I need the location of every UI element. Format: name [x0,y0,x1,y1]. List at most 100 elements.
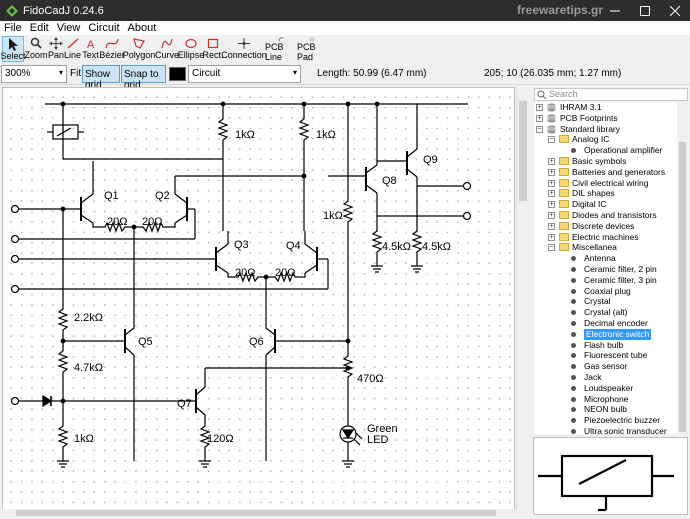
collapse-icon[interactable]: − [548,136,555,144]
tree-item[interactable]: Decimal encoder [534,318,677,329]
zoom-select[interactable]: 300% ▾ [1,65,67,83]
expand-icon[interactable]: + [548,222,555,230]
scroll-thumb[interactable] [16,510,496,516]
tree-item[interactable]: +Discrete devices [534,221,677,232]
canvas-vertical-scrollbar[interactable] [516,87,528,511]
tree-item[interactable]: Flash bulb [534,340,677,351]
tool-line[interactable]: Line [64,36,81,62]
transistor-q5 [124,301,135,461]
expand-icon[interactable]: + [548,158,555,165]
tool-pcb-pad[interactable]: PCB Pad [297,36,327,62]
expand-icon[interactable]: + [548,190,555,198]
tree-item[interactable]: +Digital IC [534,199,677,210]
transistor-q9 [406,104,418,226]
label-q3: Q3 [234,239,249,251]
tree-scrollbar[interactable] [677,102,688,434]
tree-item[interactable]: + Diodes and transistors [534,210,677,221]
label-r120: 120Ω [207,433,234,445]
expand-icon[interactable]: + [548,168,555,176]
show-grid-toggle[interactable]: Show grid [82,65,120,91]
menu-edit[interactable]: Edit [29,22,49,34]
drawing-canvas[interactable]: Q1 Q2 20Ω 20Ω 1kΩ 1kΩ Q3 Q4 20Ω 20Ω 1kΩ … [2,87,515,511]
tree-item[interactable]: Crystal [534,296,677,307]
tool-pan[interactable]: Pan [47,36,65,62]
close-button[interactable] [660,0,690,21]
tool-ellipse[interactable]: Ellipse [178,36,204,62]
tree-item[interactable]: NEON bulb [534,404,677,415]
transistor-q6 [265,301,276,461]
tool-curve[interactable]: Curve [155,36,179,62]
tree-item[interactable]: −Analog IC [534,134,677,145]
tree-item[interactable]: +PCB Footprints [534,113,677,124]
tree-item-label: Crystal [584,296,611,307]
tool-rectangle[interactable]: Rect. [203,36,224,62]
tree-item[interactable]: Ultra sonic transducer [534,426,677,434]
tree-item[interactable]: Loudspeaker [534,383,677,394]
tree-item-label: Jack [584,372,602,382]
transistor-q4 [304,231,318,274]
transistor-q7 [195,367,348,416]
menu-circuit[interactable]: Circuit [88,22,120,34]
tree-item-label: Electronic switch [584,328,652,340]
scroll-thumb[interactable] [519,101,527,201]
snap-to-grid-toggle[interactable]: Snap to grid [121,65,166,91]
tree-item[interactable]: Ceramic filter, 3 pin [534,275,677,286]
expand-icon[interactable]: + [548,201,555,209]
label-q5: Q5 [138,336,153,348]
tool-select[interactable]: Select [1,36,26,62]
watermark: freewaretips.gr [517,3,604,17]
tree-item[interactable]: Piezoelectric buzzer [534,415,677,426]
tree-item[interactable]: Gas sensor [534,361,677,372]
tree-item[interactable]: +Electric machines [534,232,677,243]
minimize-button[interactable] [600,0,630,21]
tree-item-label: Diodes and transistors [572,210,657,220]
tool-pcb-line[interactable]: PCB Line [265,36,297,62]
layer-color-swatch[interactable] [169,67,186,81]
tool-polygon[interactable]: Polygon [123,36,155,62]
scroll-thumb[interactable] [679,142,686,432]
tool-connection[interactable]: Connection [221,36,267,62]
svg-text:A: A [87,39,95,50]
expand-icon[interactable]: + [548,212,555,219]
tool-bezier[interactable]: Bézier [99,36,125,62]
tree-item-label: Antenna [584,253,616,264]
tree-item[interactable]: Ceramic filter, 2 pin [534,264,677,275]
tool-text[interactable]: A Text [82,39,99,60]
tree-item[interactable]: Electronic switch [534,328,677,340]
layer-select[interactable]: Circuit ▾ [188,65,301,83]
tree-item[interactable]: −Standard library [534,124,677,135]
search-input[interactable]: Search [534,88,688,101]
library-panel: Search +IHRAM 3.1+PCB Footprints−Standar… [530,87,690,518]
label-r470: 470Ω [357,373,384,385]
tree-item[interactable]: +Civil electrical wiring [534,178,677,189]
canvas-horizontal-scrollbar[interactable] [2,509,515,518]
tree-item[interactable]: +IHRAM 3.1 [534,102,677,113]
collapse-icon[interactable]: − [536,125,543,133]
tree-item[interactable]: +Batteries and generators [534,167,677,178]
schematic: Q1 Q2 20Ω 20Ω 1kΩ 1kΩ Q3 Q4 20Ω 20Ω 1kΩ … [10,101,472,468]
tree-item[interactable]: +DIL shapes [534,188,677,199]
tree-item[interactable]: Microphone [534,394,677,405]
tree-item[interactable]: −Miscellanea [534,242,677,253]
tree-item-label: Microphone [584,393,629,404]
tool-zoom[interactable]: Zoom [25,36,48,62]
tree-item[interactable]: Jack [534,372,677,383]
fit-button[interactable]: Fit [70,68,82,79]
tree-item-label: NEON bulb [584,404,627,415]
collapse-icon[interactable]: − [548,244,555,252]
tree-item[interactable]: Fluorescent tube [534,350,677,361]
tree-item[interactable]: Coaxial plug [534,286,677,297]
menu-view[interactable]: View [56,22,81,34]
tree-item[interactable]: Crystal (alt) [534,307,677,318]
folder-icon [559,157,569,165]
tree-item[interactable]: +Basic symbols [534,156,677,167]
expand-icon[interactable]: + [536,114,543,122]
expand-icon[interactable]: + [548,233,555,241]
tree-item[interactable]: Antenna [534,253,677,264]
expand-icon[interactable]: + [548,179,555,187]
menu-about[interactable]: About [127,22,157,34]
menu-file[interactable]: File [4,22,22,34]
maximize-button[interactable] [630,0,660,21]
tree-item[interactable]: Operational amplifier [534,145,677,156]
expand-icon[interactable]: + [536,104,543,111]
